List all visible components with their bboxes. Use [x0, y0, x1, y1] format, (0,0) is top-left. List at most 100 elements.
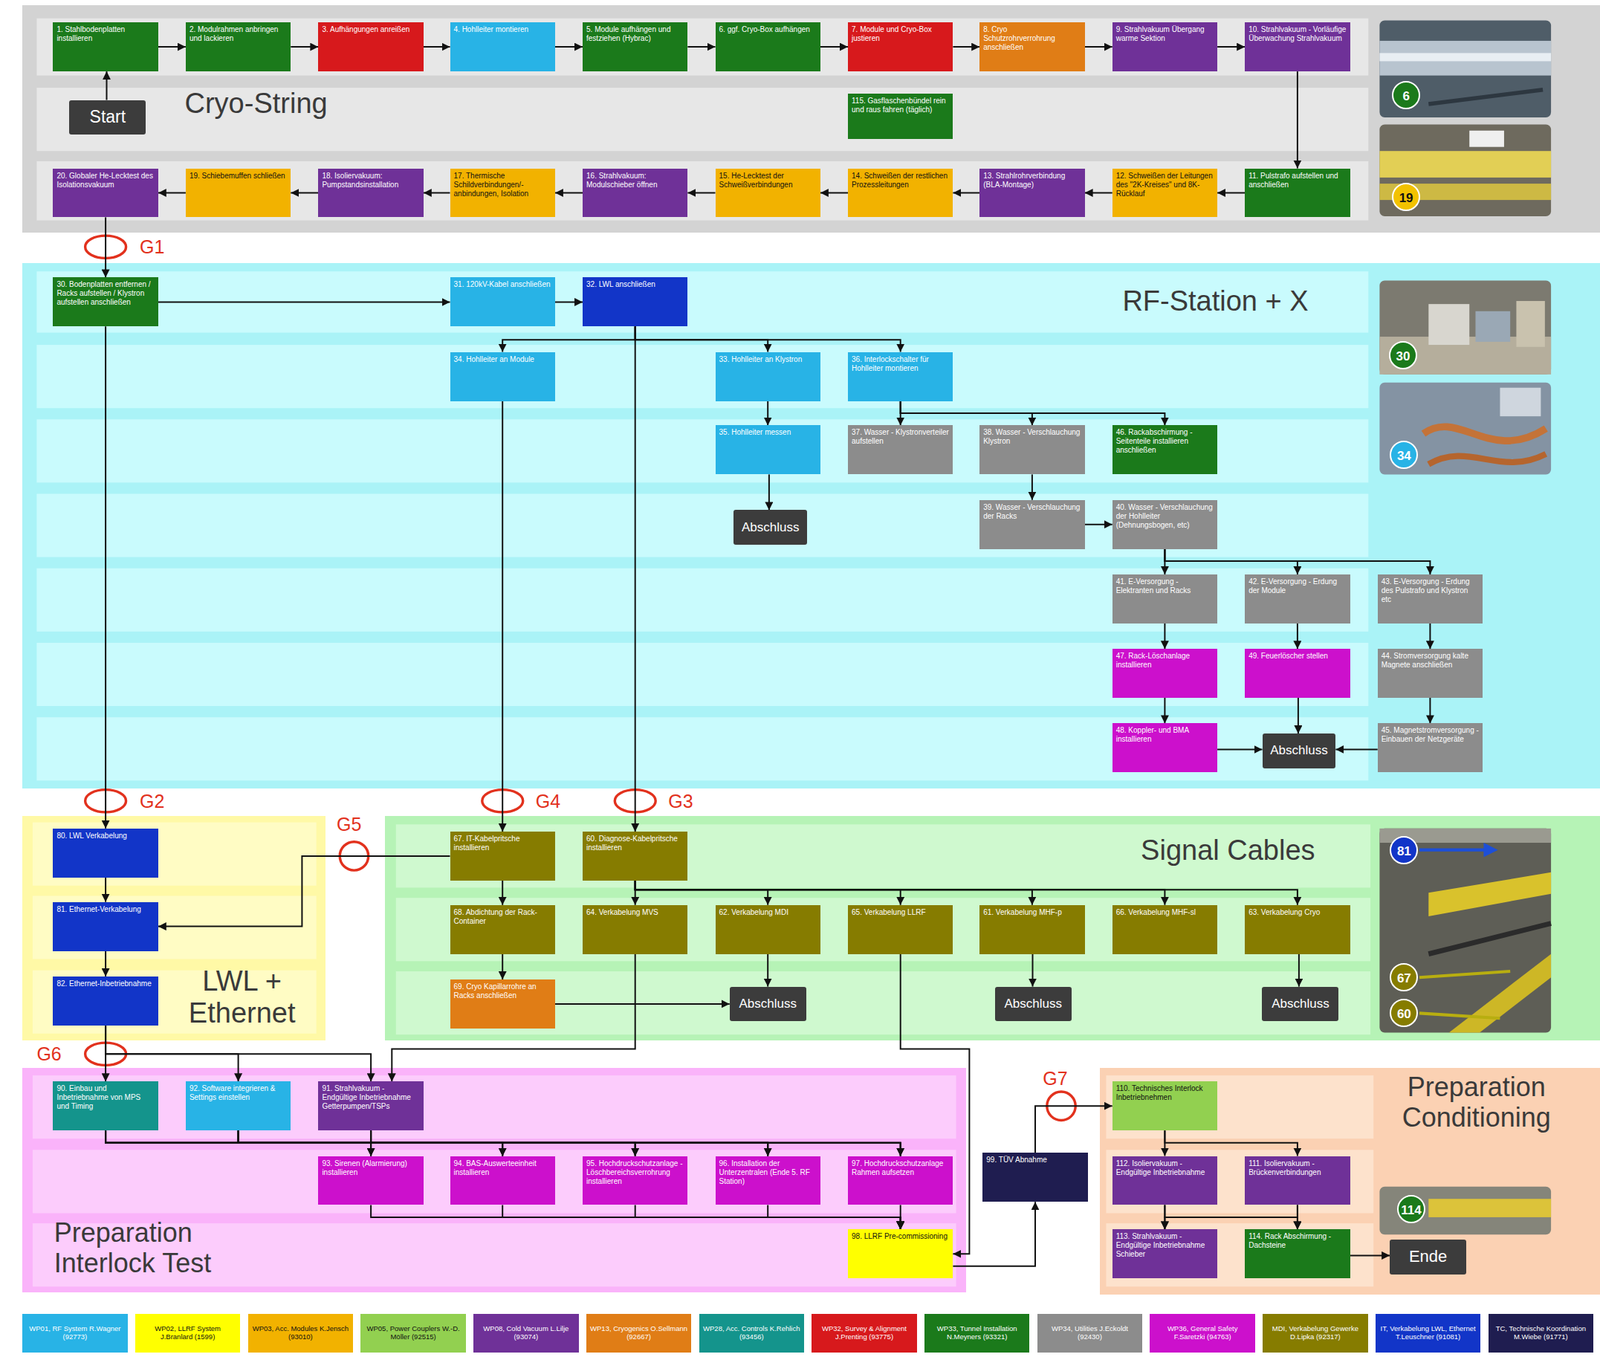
- connector: [900, 401, 1166, 426]
- step-text: 34. Hohlleiter an Module: [454, 355, 552, 365]
- photo: [1379, 1186, 1551, 1236]
- photo-pipe: [1379, 183, 1551, 200]
- step-text: 1. Stahlbodenplatten installieren: [56, 25, 154, 44]
- connector: [1084, 523, 1113, 526]
- band-heading: RF-Station + X: [1122, 285, 1308, 319]
- step-text: 46. Rackabschirmung - Seitenteile instal…: [1116, 428, 1214, 455]
- swimlane-band: Cryo-StringStart1. Stahlbodenplatten ins…: [22, 5, 1600, 233]
- step-text: 80. LWL Verkabelung: [56, 831, 154, 841]
- connector: [899, 401, 902, 426]
- step-text: 17. Thermische Schildverbindungen/-anbin…: [454, 171, 552, 199]
- band-heading: Preparation Conditioning: [1372, 1071, 1581, 1134]
- step-text: 91. Strahlvakuum - Endgültige Inbetriebn…: [321, 1084, 420, 1112]
- connector: [1032, 954, 1034, 987]
- connector: [1084, 46, 1113, 48]
- stripe: [32, 1075, 957, 1139]
- step-text: 98. LLRF Pre-commissioning: [851, 1232, 950, 1242]
- connector: [1350, 1254, 1391, 1256]
- terminal-box: Start: [69, 100, 146, 136]
- callout-number: 81: [1389, 836, 1418, 865]
- label-holder: 60: [1389, 998, 1418, 1028]
- process-box: 30. Bodenplatten entfernen / Racks aufst…: [52, 277, 158, 327]
- step-text: 82. Ethernet-Inbetriebnahme: [56, 979, 154, 989]
- step-text: 64. Verkabelung MVS: [586, 908, 684, 918]
- legend-text: WP32, Survey & Alignment J.Prenting (937…: [814, 1325, 914, 1342]
- process-box: 16. Strahlvakuum: Modulschieber öffnen: [582, 168, 688, 218]
- process-box: 64. Verkabelung MVS: [582, 905, 688, 955]
- label-holder: 6: [1391, 81, 1421, 110]
- connector: [555, 192, 583, 194]
- label-holder: 81: [1389, 836, 1418, 865]
- label-holder: G7: [1042, 1067, 1068, 1090]
- connector: [1084, 192, 1113, 194]
- gate-label: G4: [535, 789, 561, 813]
- stripe: [36, 419, 1369, 483]
- connector: [767, 1204, 901, 1230]
- swimlane-band: RF-Station + X 30. Bodenplatten entfernen…: [22, 263, 1600, 789]
- connector: [634, 880, 637, 906]
- process-box: 90. Einbau und Inbetriebnahme von MPS un…: [52, 1081, 158, 1131]
- photo-pipe: [1379, 150, 1551, 178]
- step-text: 60. Diagnose-Kabelpritsche installieren: [586, 834, 684, 853]
- legend-text: WP36, General Safety F.Saretzki (94763): [1152, 1325, 1252, 1342]
- connector: [1297, 697, 1300, 734]
- step-text: 6. ggf. Cryo-Box aufhängen: [719, 25, 817, 35]
- terminal-box: Abschluss: [729, 986, 807, 1022]
- terminal-text: Ende: [1409, 1247, 1447, 1267]
- connector: [1164, 549, 1430, 575]
- step-text: 2. Modulrahmen anbringen und lackieren: [189, 25, 287, 44]
- connector: [158, 856, 451, 927]
- connector: [1335, 748, 1378, 750]
- connector: [105, 1025, 371, 1083]
- connector: [1163, 549, 1166, 575]
- step-text: 44. Stromversorgung kalte Magnete anschl…: [1381, 651, 1479, 670]
- pointer-arrow: [1483, 842, 1498, 857]
- step-text: 12. Schweißen der Leitungen des "2K-Krei…: [1116, 171, 1214, 199]
- step-text: 33. Hohlleiter an Klystron: [719, 355, 817, 365]
- step-text: 95. Hochdruckschutzanlage - Löschbereich…: [586, 1159, 684, 1187]
- process-box: 12. Schweißen der Leitungen des "2K-Krei…: [1112, 168, 1218, 218]
- step-text: 20. Globaler He-Lecktest des Isolationsv…: [56, 171, 154, 190]
- stripe: [36, 642, 1369, 706]
- callout-number: 6: [1391, 81, 1421, 110]
- legend-text: WP03, Acc. Modules K.Jensch (93010): [251, 1325, 351, 1342]
- connector: [634, 326, 637, 832]
- connector: [370, 1130, 372, 1156]
- step-text: 4. Hohlleiter montieren: [454, 25, 552, 35]
- label-holder: 114: [1397, 1194, 1426, 1224]
- connector: [370, 1130, 636, 1156]
- photo-pipe: [1428, 1198, 1551, 1218]
- step-text: 63. Verkabelung Cryo: [1248, 908, 1346, 918]
- process-box: 9. Strahlvakuum Übergang warme Sektion: [1112, 22, 1218, 72]
- connector: [687, 46, 715, 48]
- connector: [502, 1204, 900, 1230]
- connector: [238, 1130, 769, 1156]
- connector: [370, 1130, 901, 1156]
- step-text: 96. Installation der Unterzentralen (End…: [719, 1159, 817, 1187]
- connector: [1163, 623, 1166, 649]
- step-text: 43. E-Versorgung - Erdung des Pulstrafo …: [1381, 577, 1479, 605]
- terminal-text: Abschluss: [1003, 996, 1062, 1012]
- step-text: 7. Module und Cryo-Box justieren: [851, 25, 950, 44]
- connector: [105, 1130, 768, 1156]
- connector: [158, 192, 186, 194]
- photo-pipe: [1379, 52, 1551, 61]
- gate-circle: [85, 1042, 127, 1065]
- step-text: 42. E-Versorgung - Erdung der Module: [1248, 577, 1346, 596]
- connector: [635, 326, 901, 352]
- label-holder: G2: [139, 789, 165, 813]
- connector: [1217, 192, 1245, 194]
- gate-label: G7: [1042, 1067, 1068, 1090]
- connector: [104, 216, 107, 278]
- label-holder: G4: [535, 789, 561, 813]
- connector: [1217, 748, 1262, 750]
- stripe: [36, 568, 1369, 632]
- connector: [423, 46, 451, 48]
- step-text: 97. Hochdruckschutzanlage Rahmen aufsetz…: [851, 1159, 950, 1178]
- step-text: 41. E-Versorgung - Elektranten und Racks: [1116, 577, 1214, 596]
- connector: [635, 880, 1166, 906]
- stripe: [1105, 1149, 1374, 1213]
- legend-swatch: WP02, LLRF System J.Branlard (1599): [135, 1313, 241, 1353]
- connector: [105, 1130, 901, 1156]
